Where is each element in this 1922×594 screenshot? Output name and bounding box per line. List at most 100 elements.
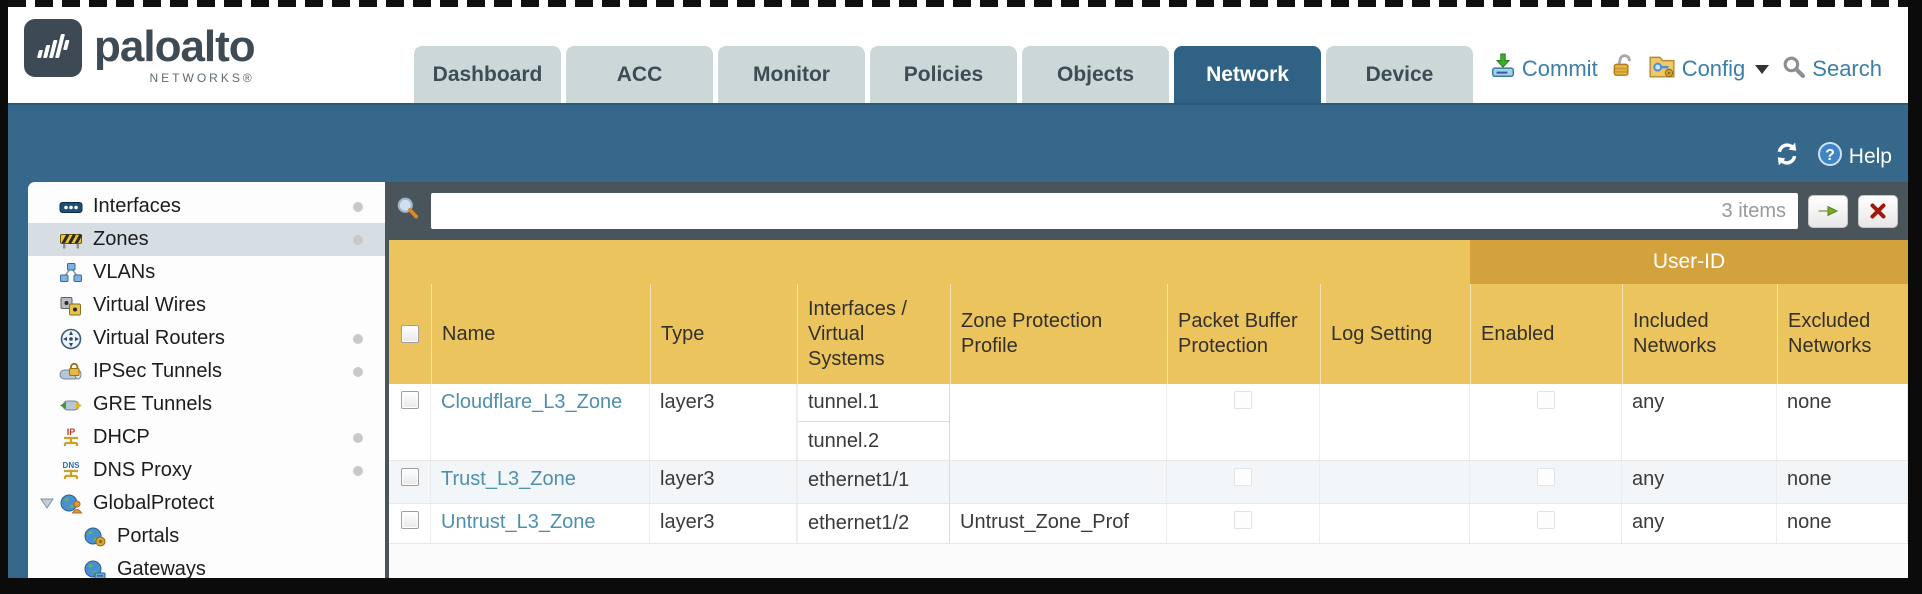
excluded-networks: none — [1777, 504, 1908, 543]
network-sidebar: Interfaces Zones — [28, 182, 385, 578]
tab-dashboard[interactable]: Dashboard — [414, 46, 561, 103]
svg-text:DNS: DNS — [63, 461, 81, 470]
packet-buffer-checkbox[interactable] — [1234, 391, 1252, 409]
gateways-icon — [82, 559, 108, 578]
col-header-log-setting[interactable]: Log Setting — [1320, 284, 1470, 384]
tab-objects[interactable]: Objects — [1022, 46, 1169, 103]
col-header-type[interactable]: Type — [650, 284, 797, 384]
status-dot — [353, 234, 363, 245]
refresh-icon[interactable] — [1773, 141, 1801, 172]
user-id-enabled-checkbox[interactable] — [1536, 468, 1555, 486]
zone-interfaces: ethernet1/1 — [797, 461, 950, 503]
sidebar-item-virtual-wires[interactable]: Virtual Wires — [28, 289, 385, 322]
col-header-interfaces[interactable]: Interfaces / Virtual Systems — [797, 284, 950, 384]
dns-proxy-icon: DNS — [58, 460, 84, 482]
row-checkbox[interactable] — [400, 468, 419, 486]
commit-icon — [1490, 53, 1516, 85]
col-header-zone-protection-profile[interactable]: Zone Protection Profile — [950, 284, 1167, 384]
user-id-enabled-checkbox[interactable] — [1536, 391, 1555, 409]
expand-triangle-icon[interactable] — [36, 498, 58, 510]
row-checkbox[interactable] — [400, 511, 419, 529]
zone-protection-profile: Untrust_Zone_Prof — [950, 504, 1167, 543]
config-menu[interactable]: Config — [1648, 53, 1770, 85]
interface-entry: ethernet1/2 — [808, 511, 910, 534]
sidebar-item-globalprotect[interactable]: GlobalProtect — [28, 487, 385, 520]
main-nav-tabs: Dashboard ACC Monitor Policies Objects N… — [414, 46, 1473, 103]
config-icon — [1648, 53, 1676, 85]
sidebar-item-dhcp[interactable]: IP DHCP — [28, 421, 385, 454]
help-icon: ? — [1817, 141, 1843, 172]
filter-input: 3 items — [431, 193, 1798, 229]
utility-links: Commit — [1490, 53, 1882, 85]
search-icon — [1781, 54, 1806, 85]
zone-protection-profile — [950, 384, 1167, 460]
paloalto-logo: paloalto NETWORKS® — [24, 19, 256, 85]
tab-acc[interactable]: ACC — [566, 46, 713, 103]
dhcp-icon: IP — [58, 427, 84, 449]
col-header-packet-buffer-protection[interactable]: Packet Buffer Protection — [1167, 284, 1320, 384]
table-header-row: Name Type Interfaces / Virtual Systems Z… — [389, 284, 1908, 384]
paloalto-logo-icon — [24, 19, 82, 77]
tab-policies[interactable]: Policies — [870, 46, 1017, 103]
svg-text:?: ? — [1825, 147, 1835, 164]
status-dot — [353, 333, 363, 344]
tab-monitor[interactable]: Monitor — [718, 46, 865, 103]
lock-open-icon — [1610, 53, 1636, 85]
table-row: Cloudflare_L3_Zone layer3 tunnel.1 tunne… — [389, 384, 1908, 461]
chevron-down-icon — [1755, 64, 1770, 74]
tab-network[interactable]: Network — [1174, 46, 1321, 103]
app-window: paloalto NETWORKS® Dashboard ACC Monitor… — [8, 7, 1908, 578]
clear-filter-button[interactable] — [1858, 194, 1898, 228]
col-header-name[interactable]: Name — [431, 284, 650, 384]
svg-text:IP: IP — [67, 427, 76, 437]
lock-link[interactable] — [1610, 53, 1636, 85]
zone-interfaces: tunnel.1 tunnel.2 — [797, 384, 950, 460]
virtual-wires-icon — [58, 295, 84, 317]
help-link[interactable]: ? Help — [1817, 141, 1892, 172]
sidebar-item-vlans[interactable]: VLANs — [28, 256, 385, 289]
sidebar-item-zones[interactable]: Zones — [28, 223, 385, 256]
sidebar-item-ipsec-tunnels[interactable]: IPSec Tunnels — [28, 355, 385, 388]
filter-bar: 3 items — [385, 182, 1908, 240]
sidebar-item-virtual-routers[interactable]: Virtual Routers — [28, 322, 385, 355]
filter-text-input[interactable] — [443, 200, 1712, 222]
gre-tunnels-icon — [58, 394, 84, 416]
zone-name-link[interactable]: Cloudflare_L3_Zone — [441, 391, 623, 413]
frame-dashed-edge — [8, 0, 1908, 7]
filter-search-icon — [395, 196, 421, 227]
vlans-icon — [58, 262, 84, 284]
apply-filter-button[interactable] — [1808, 194, 1848, 228]
user-id-enabled-checkbox[interactable] — [1536, 511, 1555, 529]
zone-type: layer3 — [650, 461, 797, 503]
globalprotect-icon — [58, 493, 84, 515]
zone-name-link[interactable]: Untrust_L3_Zone — [441, 511, 596, 533]
commit-link[interactable]: Commit — [1490, 53, 1598, 85]
interface-entry: ethernet1/1 — [808, 468, 910, 491]
interfaces-icon — [58, 196, 84, 218]
search-link[interactable]: Search — [1781, 54, 1882, 85]
col-header-enabled[interactable]: Enabled — [1470, 284, 1622, 384]
included-networks: any — [1622, 504, 1777, 543]
sidebar-item-gateways[interactable]: Gateways — [28, 553, 385, 578]
virtual-routers-icon — [58, 328, 84, 350]
sidebar-item-gre-tunnels[interactable]: GRE Tunnels — [28, 388, 385, 421]
select-all-checkbox[interactable] — [401, 325, 419, 343]
zones-table: User-ID Name Type Interfaces / Virtual S… — [385, 240, 1908, 578]
packet-buffer-checkbox[interactable] — [1234, 511, 1252, 529]
zone-type: layer3 — [650, 384, 797, 460]
brand-name: paloalto — [94, 22, 256, 71]
tab-device[interactable]: Device — [1326, 46, 1473, 103]
row-checkbox[interactable] — [400, 391, 419, 409]
zones-panel: 3 items User-ID Name — [385, 182, 1908, 578]
col-header-excluded-networks[interactable]: Excluded Networks — [1777, 284, 1908, 384]
zone-name-link[interactable]: Trust_L3_Zone — [441, 468, 576, 490]
table-group-header: User-ID — [389, 240, 1908, 284]
packet-buffer-checkbox[interactable] — [1234, 468, 1252, 486]
col-header-included-networks[interactable]: Included Networks — [1622, 284, 1777, 384]
sidebar-item-interfaces[interactable]: Interfaces — [28, 190, 385, 223]
table-row: Untrust_L3_Zone layer3 ethernet1/2 Untru… — [389, 504, 1908, 544]
top-bar: paloalto NETWORKS® Dashboard ACC Monitor… — [8, 7, 1908, 103]
sidebar-item-dns-proxy[interactable]: DNS DNS Proxy — [28, 454, 385, 487]
sidebar-item-portals[interactable]: Portals — [28, 520, 385, 553]
status-dot — [353, 201, 363, 212]
